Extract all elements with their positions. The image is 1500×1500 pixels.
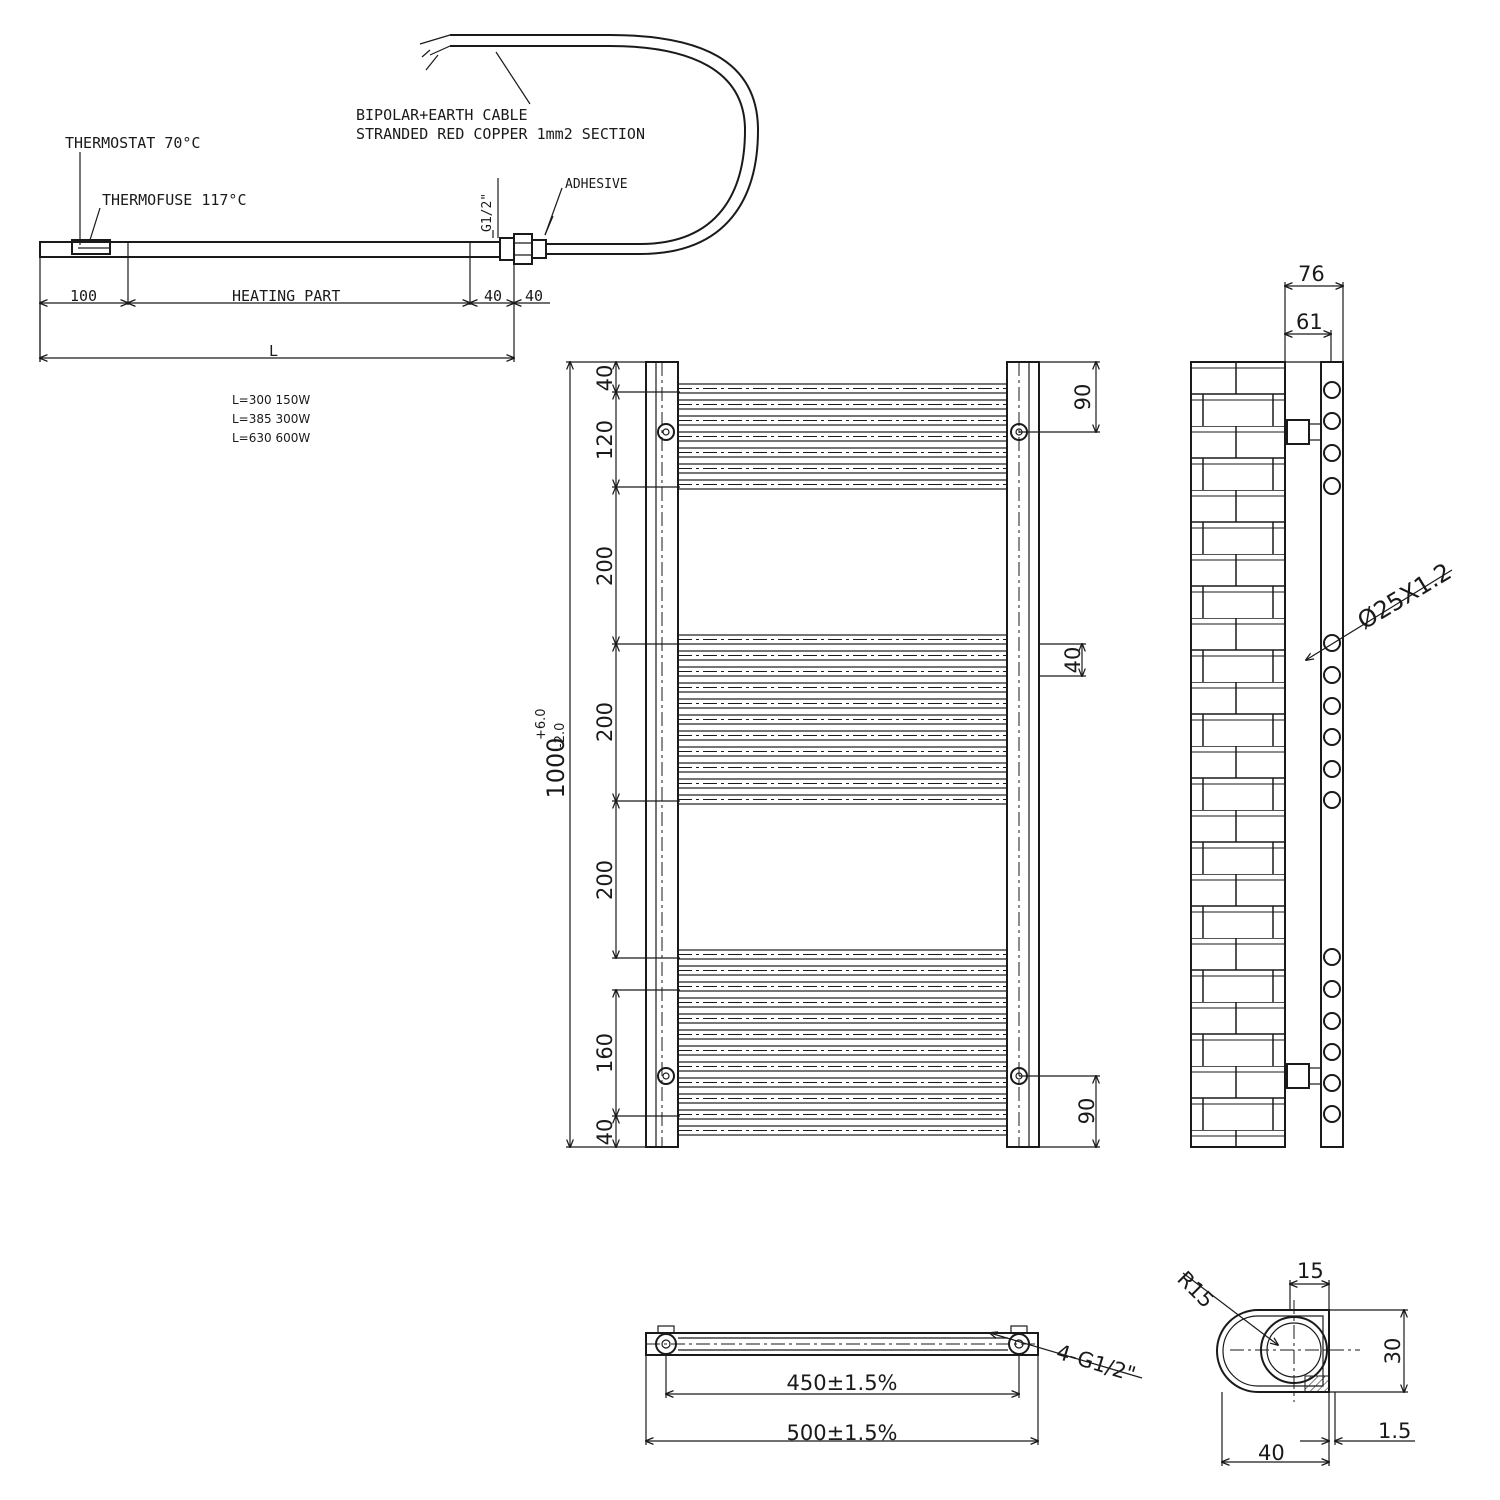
tube-section — [1323, 697, 1341, 715]
dim-right-40: 40 — [1061, 647, 1085, 674]
mount-hole — [657, 1067, 675, 1085]
mount-hole — [657, 423, 675, 441]
wall — [1190, 361, 1286, 1148]
cable-leader — [495, 51, 531, 105]
connections-label: 4-G1/2" — [1054, 1340, 1139, 1387]
dim-right-90-bottom: 90 — [1075, 1098, 1099, 1125]
rails-group — [677, 383, 1008, 1136]
front-view: 40 120 200 200 200 160 40 1000 +6.0 -2.0… — [534, 361, 1100, 1148]
dim-40: 40 — [1258, 1441, 1285, 1465]
tube-section — [1323, 728, 1341, 746]
tube-section — [1323, 1105, 1341, 1123]
wall-bracket — [1286, 1063, 1310, 1089]
adhesive-label: ADHESIVE — [565, 177, 628, 192]
cable-label-line1: BIPOLAR+EARTH CABLE — [356, 106, 528, 124]
thermofuse-leader — [89, 207, 101, 241]
dim-40-b: 40 — [525, 287, 543, 305]
tube-section — [1323, 980, 1341, 998]
bracket-detail: R15 15 30 1.5 40 — [1172, 1259, 1415, 1466]
heating-element-view: THERMOSTAT 70°C THERMOFUSE 117°C BIPOLAR… — [39, 34, 760, 445]
top-connection — [655, 1333, 677, 1355]
tube-section — [1323, 1074, 1341, 1092]
power-row-1: L=300 150W — [232, 393, 310, 407]
power-row-2: L=385 300W — [232, 412, 310, 426]
dim-160: 160 — [593, 1033, 617, 1073]
dim-500: 500±1.5% — [786, 1421, 897, 1445]
cable — [450, 45, 747, 245]
thermostat-label: THERMOSTAT 70°C — [65, 134, 200, 152]
dim-L: L — [269, 342, 278, 360]
dim-120: 120 — [593, 420, 617, 460]
dim-right-90-top: 90 — [1071, 384, 1095, 411]
power-row-3: L=630 600W — [232, 431, 310, 445]
dim-450: 450±1.5% — [786, 1371, 897, 1395]
side-view: 76 61 Ø25X1.2 — [1190, 262, 1457, 1148]
wall-bracket — [1286, 419, 1310, 445]
tube-section — [1323, 412, 1341, 430]
tolerance-minus: -2.0 — [553, 723, 568, 748]
tube-section-group — [1323, 381, 1341, 1123]
tube-section — [1323, 634, 1341, 652]
thermofuse-label: THERMOFUSE 117°C — [102, 191, 247, 209]
dim-30: 30 — [1381, 1338, 1405, 1365]
tube-section — [1323, 1043, 1341, 1061]
threaded-fitting — [499, 233, 547, 305]
tube-section — [1323, 791, 1341, 809]
left-collector — [645, 361, 679, 1148]
tube-size: Ø25X1.2 — [1353, 558, 1457, 636]
tube-section — [1323, 760, 1341, 778]
thread-label: G1/2" — [480, 193, 495, 232]
cable-label-line2: STRANDED RED COPPER 1mm2 SECTION — [356, 125, 645, 143]
tube-section — [1323, 381, 1341, 399]
dim-1-5: 1.5 — [1378, 1419, 1411, 1443]
dim-100: 100 — [70, 287, 97, 305]
dim-top-40: 40 — [593, 365, 617, 392]
dim-200-c: 200 — [593, 860, 617, 900]
dim-61: 61 — [1296, 310, 1323, 334]
tolerance-plus: +6.0 — [534, 708, 549, 740]
tube-section — [1323, 666, 1341, 684]
dim-76: 76 — [1298, 262, 1325, 286]
dim-15: 15 — [1297, 1259, 1324, 1283]
tube-section — [1323, 1012, 1341, 1030]
radius-label: R15 — [1172, 1267, 1218, 1313]
tube-leader — [1306, 569, 1453, 660]
top-view: 450±1.5% 500±1.5% 4-G1/2" — [645, 1325, 1143, 1445]
dim-heating-part: HEATING PART — [232, 287, 340, 305]
thermostat-block — [71, 239, 111, 255]
right-collector — [1006, 361, 1040, 1148]
tube-section — [1323, 444, 1341, 462]
tube-section — [1323, 948, 1341, 966]
dim-40-a: 40 — [484, 287, 502, 305]
overall-height: 1000 — [542, 737, 570, 798]
dim-200-b: 200 — [593, 702, 617, 742]
dim-bottom-40: 40 — [593, 1119, 617, 1146]
tube-section — [1323, 477, 1341, 495]
dim-200-a: 200 — [593, 546, 617, 586]
